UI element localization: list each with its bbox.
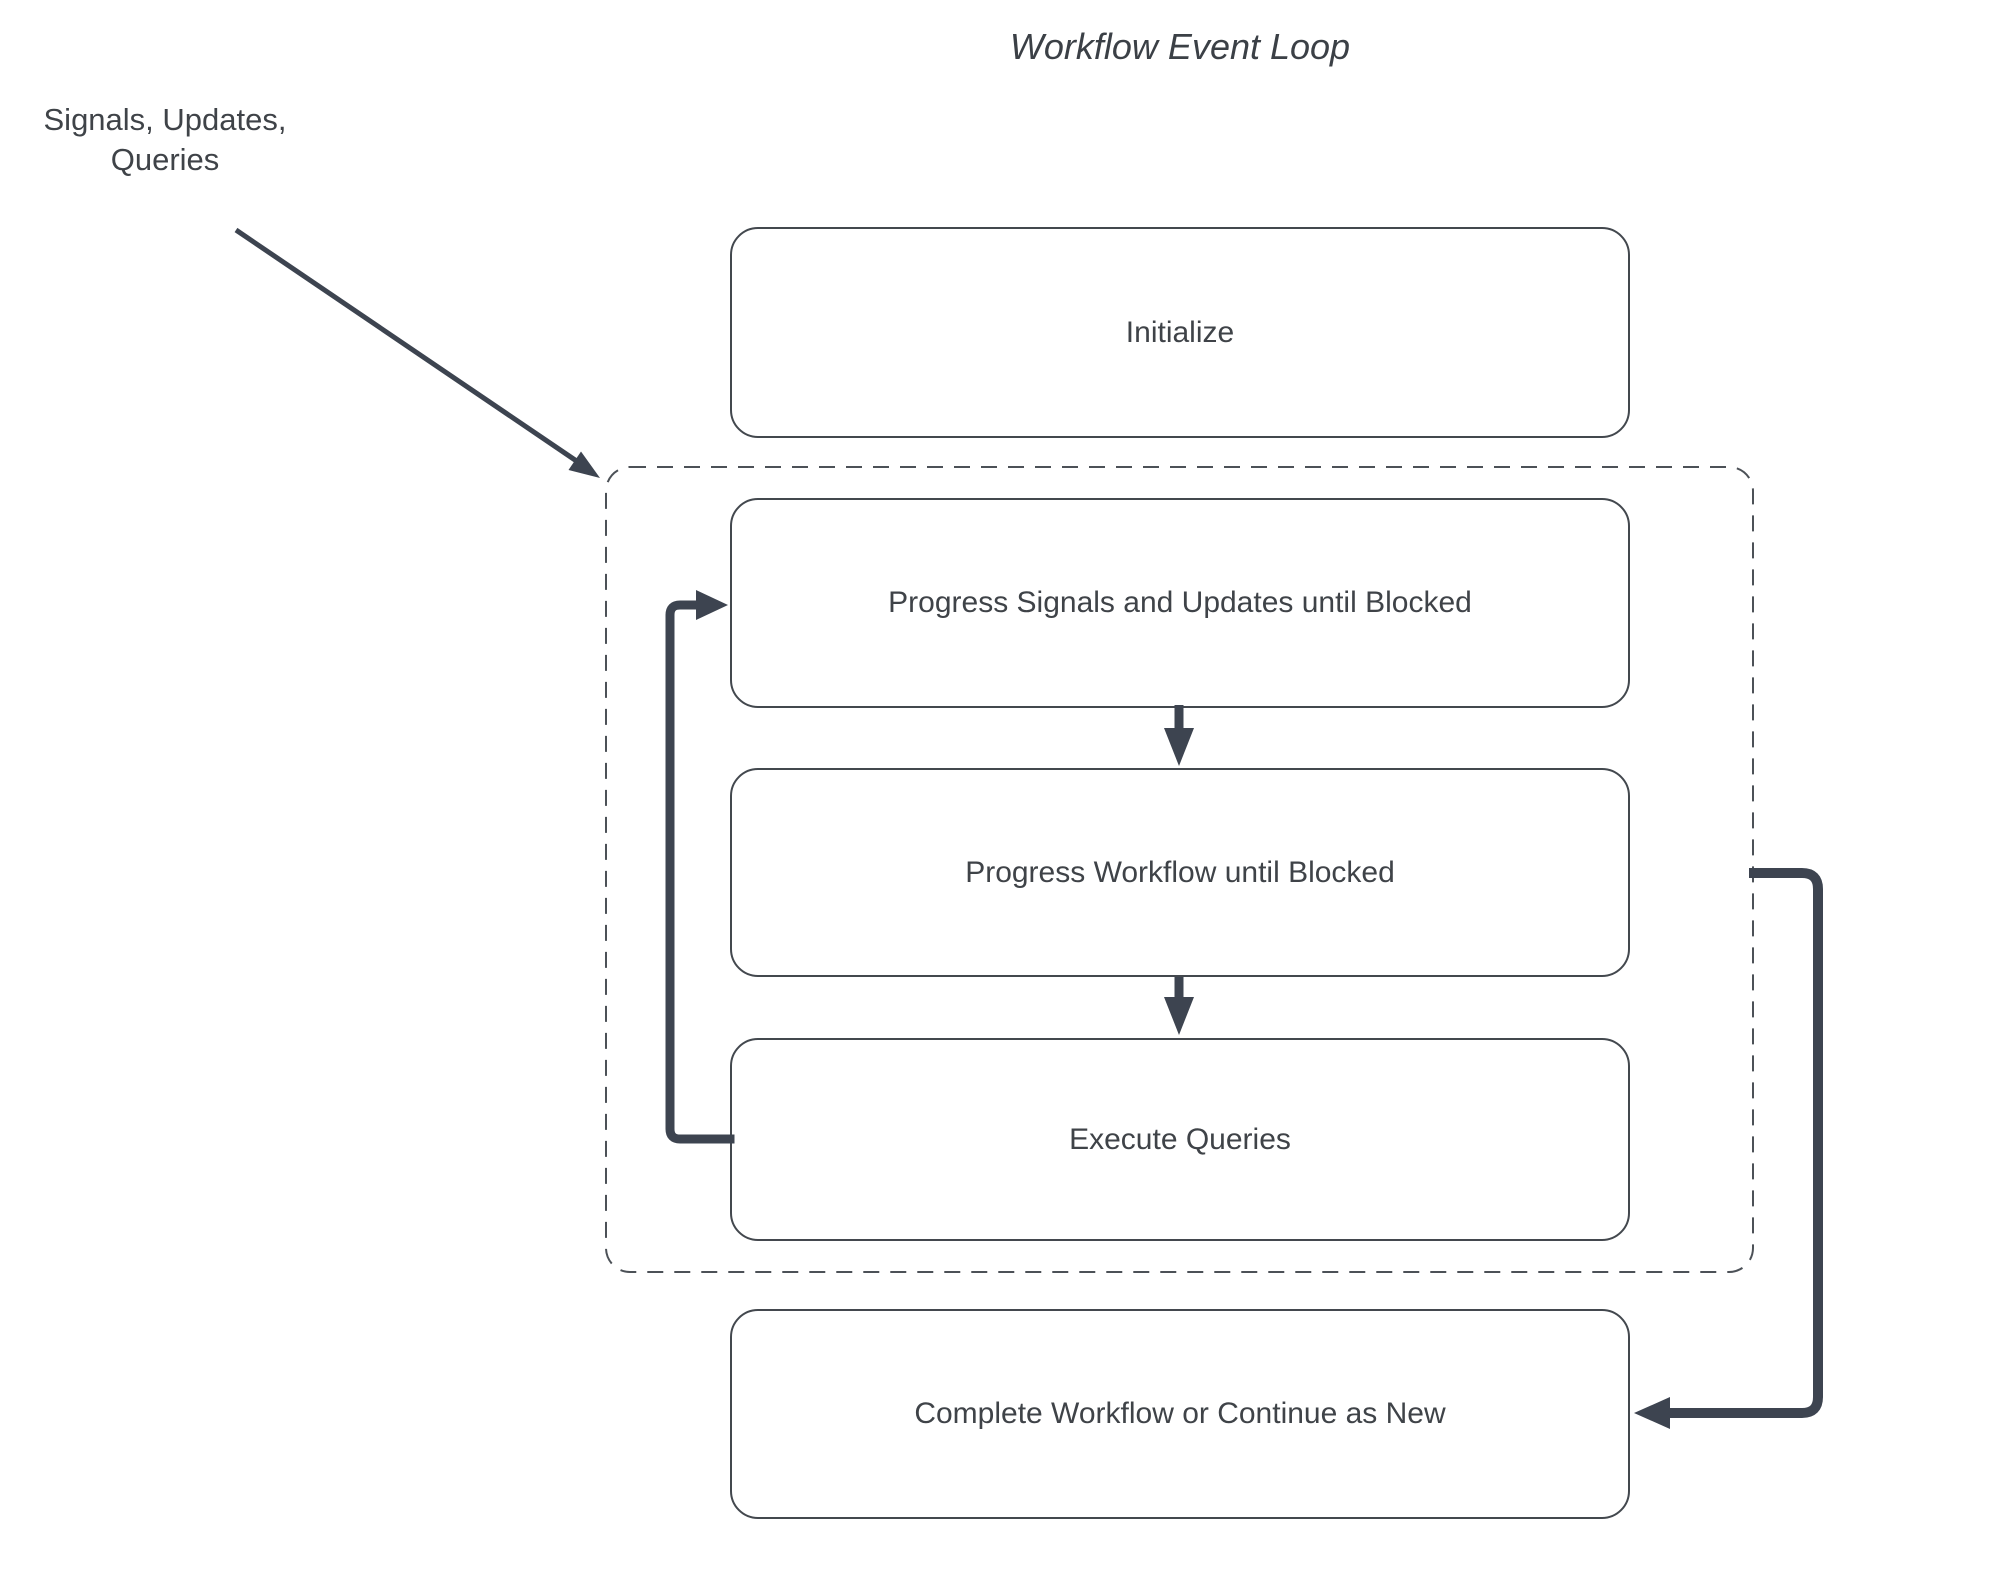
signals-updates-queries-label: Signals, Updates, Queries — [15, 100, 315, 180]
connector-event-loop-to-complete-workflow — [1634, 868, 1823, 1429]
page-title: Workflow Event Loop — [1009, 26, 1351, 67]
node-progress-workflow: Progress Workflow until Blocked — [730, 768, 1630, 977]
connector-execute-queries-to-progress-signals-loop — [665, 590, 735, 1144]
node-label: Progress Signals and Updates until Block… — [888, 586, 1472, 619]
annotation-line-1: Signals, Updates, — [43, 102, 287, 137]
arrow-progress-signals-to-progress-workflow — [1164, 705, 1194, 766]
arrow-progress-workflow-to-execute-queries — [1164, 977, 1194, 1035]
node-complete-workflow: Complete Workflow or Continue as New — [730, 1309, 1630, 1519]
node-label: Execute Queries — [1069, 1122, 1291, 1156]
node-execute-queries: Execute Queries — [730, 1038, 1630, 1241]
node-label: Progress Workflow until Blocked — [965, 855, 1395, 889]
node-initialize: Initialize — [730, 227, 1630, 438]
annotation-line-2: Queries — [110, 142, 220, 177]
node-label: Complete Workflow or Continue as New — [914, 1397, 1446, 1430]
node-label: Initialize — [1125, 315, 1235, 349]
arrow-signals-to-event-loop — [234, 227, 600, 478]
node-progress-signals-and-updates: Progress Signals and Updates until Block… — [730, 498, 1630, 708]
